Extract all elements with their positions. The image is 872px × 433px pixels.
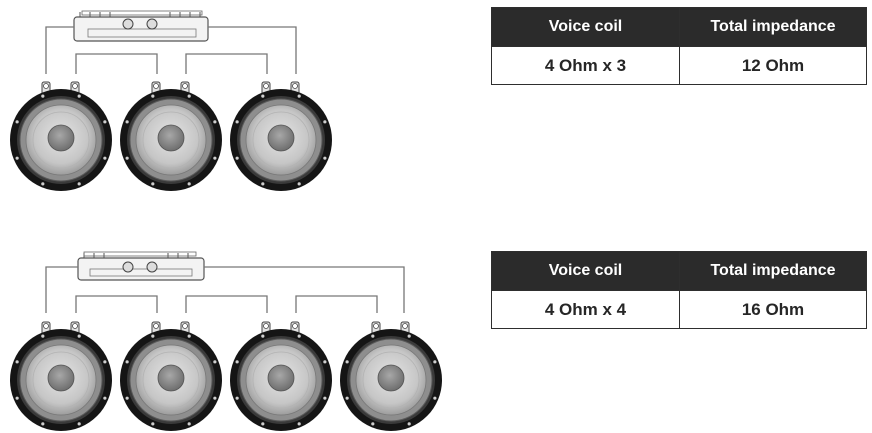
amplifier bbox=[73, 10, 209, 42]
speaker bbox=[340, 321, 442, 431]
wires bbox=[45, 266, 405, 313]
table-header-row: Voice coil Total impedance bbox=[491, 7, 867, 47]
impedance-table-3-speakers: Voice coil Total impedance 4 Ohm x 3 12 … bbox=[491, 7, 867, 85]
speaker bbox=[120, 81, 222, 191]
wires bbox=[45, 26, 297, 74]
voice-coil-value: 4 Ohm x 4 bbox=[491, 290, 680, 329]
speaker bbox=[230, 81, 332, 191]
header-voice-coil: Voice coil bbox=[491, 251, 680, 291]
table-row: 4 Ohm x 3 12 Ohm bbox=[491, 46, 867, 85]
voice-coil-value: 4 Ohm x 3 bbox=[491, 46, 680, 85]
speakers bbox=[10, 321, 442, 431]
speaker bbox=[120, 321, 222, 431]
total-impedance-value: 16 Ohm bbox=[679, 290, 867, 329]
speaker bbox=[230, 321, 332, 431]
speaker bbox=[10, 81, 112, 191]
speakers bbox=[10, 81, 332, 191]
impedance-table-4-speakers: Voice coil Total impedance 4 Ohm x 4 16 … bbox=[491, 251, 867, 329]
wiring-diagram bbox=[10, 10, 442, 431]
total-impedance-value: 12 Ohm bbox=[679, 46, 867, 85]
series-diagram-3-speakers bbox=[10, 10, 332, 191]
header-total-impedance: Total impedance bbox=[679, 251, 867, 291]
table-header-row: Voice coil Total impedance bbox=[491, 251, 867, 291]
header-total-impedance: Total impedance bbox=[679, 7, 867, 47]
header-voice-coil: Voice coil bbox=[491, 7, 680, 47]
series-diagram-4-speakers bbox=[10, 251, 442, 431]
table-row: 4 Ohm x 4 16 Ohm bbox=[491, 290, 867, 329]
speaker bbox=[10, 321, 112, 431]
amplifier bbox=[77, 251, 205, 281]
